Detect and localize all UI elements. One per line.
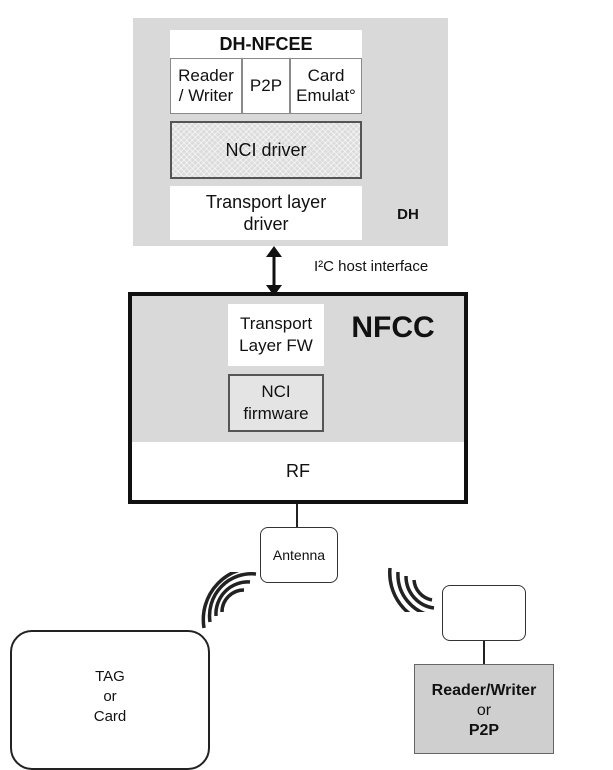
reader-writer-line-1: Reader [178, 66, 234, 85]
p2p-cell: P2P [242, 58, 290, 114]
reader-line-2: or [476, 702, 492, 719]
transport-layer-driver-block: Transport layer driver [170, 186, 362, 240]
nci-firmware-line-1: NCI [261, 382, 291, 401]
transport-fw-line-2: Layer FW [239, 336, 313, 355]
transport-layer-fw-block: Transport Layer FW [228, 304, 324, 366]
antenna-connector-line [296, 504, 298, 528]
tag-card-text: TAG or Card [10, 662, 210, 732]
tag-line-3: Card [93, 708, 127, 725]
radio-waves-icon [388, 567, 435, 612]
nci-driver-block: NCI driver [170, 121, 362, 179]
radio-waves-icon [201, 572, 257, 629]
reader-writer-text: Reader/Writer or P2P [414, 676, 554, 746]
card-emulation-line-1: Card [307, 66, 345, 85]
dh-label: DH [397, 205, 419, 223]
reader-writer-line-2: / Writer [178, 86, 234, 105]
tag-line-2: or [103, 688, 117, 705]
nci-firmware-block: NCI firmware [228, 374, 324, 432]
transport-driver-line-1: Transport layer [205, 192, 327, 212]
transport-fw-line-1: Transport [239, 314, 313, 333]
reader-writer-cell: Reader / Writer [170, 58, 242, 114]
reader-writer-device [414, 664, 554, 754]
nci-firmware-line-2: firmware [243, 404, 309, 423]
reader-connector-line [483, 641, 485, 665]
tag-line-1: TAG [95, 668, 125, 685]
reader-antenna-box [442, 585, 526, 641]
reader-line-1: Reader/Writer [431, 682, 537, 699]
reader-line-3: P2P [468, 722, 500, 739]
antenna-box: Antenna [260, 527, 338, 583]
card-emulation-cell: Card Emulat° [290, 58, 362, 114]
transport-driver-line-2: driver [243, 214, 289, 234]
i2c-host-interface-label: I²C host interface [314, 258, 429, 275]
rf-label: RF [286, 460, 310, 481]
dh-nfcee-title: DH-NFCEE [170, 30, 362, 58]
card-emulation-line-2: Emulat° [296, 86, 356, 105]
nfcc-label: NFCC [351, 311, 435, 344]
bidirectional-arrow-icon [266, 246, 282, 296]
